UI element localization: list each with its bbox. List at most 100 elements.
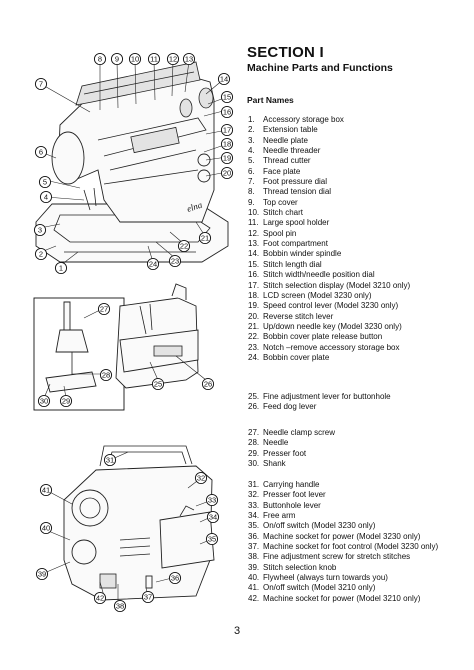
callout-number: 15	[223, 93, 231, 102]
callout-number: 9	[115, 55, 119, 64]
callout-number: 16	[223, 108, 231, 117]
part-name: Spool pin	[263, 228, 297, 238]
callout-number: 40	[42, 524, 50, 533]
part-item: 20.Reverse stitch lever	[248, 312, 410, 322]
part-number: 15.	[248, 259, 260, 269]
part-number: 29.	[248, 448, 260, 458]
part-number: 41.	[248, 583, 260, 593]
part-number: 35.	[248, 521, 260, 531]
main-leader-lines	[39, 60, 228, 266]
main-machine-drawing: elna	[35, 61, 229, 263]
callout-13: 13	[182, 52, 196, 66]
part-number: 36.	[248, 531, 260, 541]
part-number: 31.	[248, 480, 260, 489]
part-item: 21.Up/down needle key (Model 3230 only)	[248, 322, 410, 332]
callout-number: 24	[149, 260, 157, 269]
callout-20: 20	[220, 166, 234, 180]
part-name: Bobbin cover plate	[263, 352, 330, 362]
callout-number: 41	[42, 486, 50, 495]
part-number: 7.	[248, 177, 255, 187]
part-item: 5.Thread cutter	[248, 156, 410, 166]
callout-22: 22	[177, 239, 191, 253]
part-item: 2.Extension table	[248, 125, 410, 135]
callout-40: 40	[39, 521, 53, 535]
callout-35: 35	[205, 532, 219, 546]
part-number: 28.	[248, 438, 260, 448]
part-item: 30.Shank	[248, 459, 335, 469]
callout-number: 20	[223, 169, 231, 178]
part-names-heading: Part Names	[247, 95, 294, 105]
part-name: Face plate	[263, 166, 301, 176]
part-item: 42.Machine socket for power (Model 3210 …	[248, 594, 438, 604]
callout-23: 23	[168, 254, 182, 268]
part-name: LCD screen (Model 3230 only)	[263, 290, 372, 300]
part-name: On/off switch (Model 3210 only)	[263, 583, 376, 593]
callout-25: 25	[151, 377, 165, 391]
part-number: 19.	[248, 301, 260, 311]
callout-8: 8	[93, 52, 107, 66]
callout-number: 38	[116, 602, 124, 611]
callout-30: 30	[37, 394, 51, 408]
part-item: 39.Stitch selection knob	[248, 563, 438, 573]
part-name: Notch –remove accessory storage box	[263, 342, 400, 352]
callout-14: 14	[217, 72, 231, 86]
part-name: Foot compartment	[263, 239, 328, 249]
part-number: 39.	[248, 562, 260, 572]
section-title: SECTION I	[247, 44, 324, 61]
part-number: 25.	[248, 392, 260, 401]
callout-5: 5	[38, 175, 52, 189]
callout-number: 1	[59, 264, 63, 273]
part-item: 12.Spool pin	[248, 229, 410, 239]
part-name: On/off switch (Model 3230 only)	[263, 521, 376, 531]
callout-number: 6	[39, 148, 43, 157]
callout-38: 38	[113, 599, 127, 613]
callout-42: 42	[93, 591, 107, 605]
needle-inset	[33, 297, 125, 411]
callout-number: 39	[38, 570, 46, 579]
part-number: 23.	[248, 342, 260, 352]
part-item: 18.LCD screen (Model 3230 only)	[248, 291, 410, 301]
callout-28: 28	[99, 368, 113, 382]
callout-number: 12	[169, 55, 177, 64]
part-number: 40.	[248, 573, 260, 583]
part-item: 36.Machine socket for power (Model 3230 …	[248, 532, 438, 542]
callout-number: 13	[185, 55, 193, 64]
part-item: 6.Face plate	[248, 167, 410, 177]
part-number: 22.	[248, 332, 260, 342]
part-item: 10.Stitch chart	[248, 208, 410, 218]
callout-41: 41	[39, 483, 53, 497]
part-item: 14.Bobbin winder spindle	[248, 249, 410, 259]
callout-number: 8	[98, 55, 102, 64]
callout-6: 6	[34, 145, 48, 159]
callout-number: 35	[208, 535, 216, 544]
callout-11: 11	[147, 52, 161, 66]
part-name: Buttonhole lever	[263, 500, 321, 510]
part-number: 9.	[248, 197, 255, 207]
part-item: 28.Needle	[248, 438, 335, 448]
part-name: Top cover	[263, 197, 298, 207]
part-item: 17.Stitch selection display (Model 3210 …	[248, 281, 410, 291]
part-number: 13.	[248, 239, 260, 249]
part-item: 37.Machine socket for foot control (Mode…	[248, 542, 438, 552]
callout-29: 29	[59, 394, 73, 408]
callout-number: 23	[171, 257, 179, 266]
callout-17: 17	[220, 123, 234, 137]
callout-37: 37	[141, 590, 155, 604]
callout-34: 34	[206, 510, 220, 524]
callout-number: 2	[39, 250, 43, 259]
part-name: Thread cutter	[263, 156, 311, 166]
part-name: Thread tension dial	[263, 187, 332, 197]
part-number: 1.	[248, 115, 255, 124]
part-name: Needle clamp screw	[263, 428, 336, 437]
callout-number: 29	[62, 397, 70, 406]
part-number: 26.	[248, 402, 260, 412]
callout-9: 9	[110, 52, 124, 66]
part-name: Up/down needle key (Model 3230 only)	[263, 321, 402, 331]
part-item: 33.Buttonhole lever	[248, 501, 438, 511]
callout-number: 4	[44, 193, 48, 202]
part-item: 38.Fine adjustment screw for stretch sti…	[248, 552, 438, 562]
